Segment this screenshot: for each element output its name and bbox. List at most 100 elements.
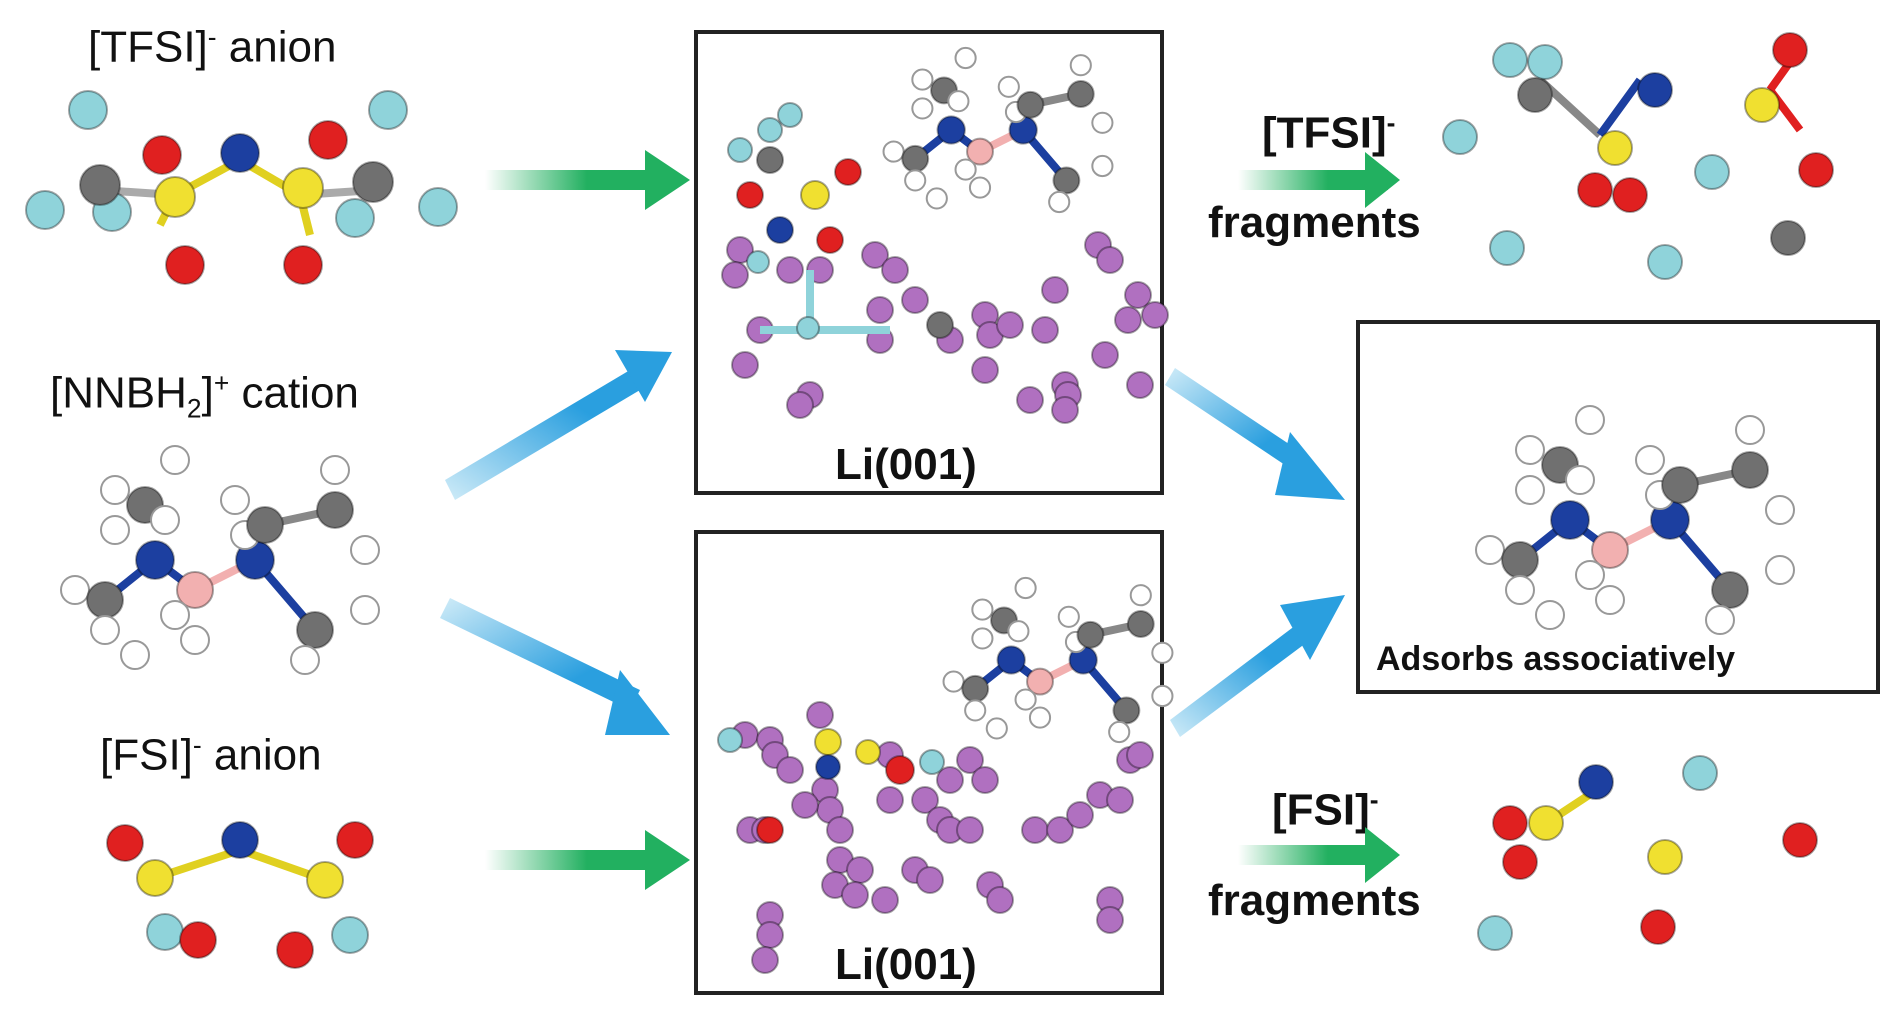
tfsi-fragment-label: [TFSI]- bbox=[1262, 108, 1395, 159]
fluorine-atom bbox=[919, 749, 945, 775]
oxygen-atom bbox=[1502, 844, 1538, 880]
oxygen-atom bbox=[756, 816, 784, 844]
nitrogen-atom bbox=[1550, 500, 1590, 540]
hydrogen-atom bbox=[1565, 465, 1595, 495]
bottom-surface-label: Li(001) bbox=[835, 940, 977, 989]
fsi-fragments-word: fragments bbox=[1208, 876, 1421, 925]
lithium-atom bbox=[1124, 281, 1152, 309]
oxygen-atom bbox=[885, 755, 915, 785]
fsi-frag-name: [FSI] bbox=[1272, 785, 1370, 835]
hydrogen-atom bbox=[997, 75, 1020, 98]
tfsi-fragments-word: fragments bbox=[1208, 198, 1421, 247]
sulfur-atom bbox=[154, 176, 196, 218]
hydrogen-atom bbox=[1705, 605, 1735, 635]
nitrogen-atom bbox=[221, 821, 259, 859]
sulfur-atom bbox=[1647, 839, 1683, 875]
sulfur-atom bbox=[814, 728, 842, 756]
blue-arrow-bottom-to-result bbox=[1170, 595, 1345, 737]
oxygen-atom bbox=[283, 245, 323, 285]
nnbh2-charge: + bbox=[213, 368, 230, 398]
adsorbs-label: Adsorbs associatively bbox=[1376, 640, 1736, 678]
fluorine-atom bbox=[418, 187, 458, 227]
sulfur-atom bbox=[855, 739, 881, 765]
sulfur-atom bbox=[800, 180, 830, 210]
oxygen-atom bbox=[106, 824, 144, 862]
hydrogen-atom bbox=[1151, 641, 1174, 664]
hydrogen-atom bbox=[1091, 111, 1114, 134]
carbon-atom bbox=[296, 611, 334, 649]
fluorine-atom bbox=[1647, 244, 1683, 280]
fluorine-atom bbox=[1489, 230, 1525, 266]
hydrogen-atom bbox=[350, 595, 380, 625]
nnbh2-suffix: cation bbox=[229, 368, 359, 418]
hydrogen-atom bbox=[320, 455, 350, 485]
blue-arrow-cation-down bbox=[440, 598, 670, 735]
lithium-atom bbox=[916, 866, 944, 894]
fluorine-atom bbox=[331, 916, 369, 954]
hydrogen-atom bbox=[1535, 600, 1565, 630]
lithium-atom bbox=[1031, 316, 1059, 344]
carbon-atom bbox=[316, 491, 354, 529]
lithium-atom bbox=[1096, 246, 1124, 274]
nitrogen-atom bbox=[766, 216, 794, 244]
hydrogen-atom bbox=[1475, 535, 1505, 565]
fsi-charge: - bbox=[192, 730, 202, 760]
hydrogen-atom bbox=[1575, 405, 1605, 435]
lithium-atom bbox=[971, 356, 999, 384]
oxygen-atom bbox=[1640, 909, 1676, 945]
sulfur-atom bbox=[282, 167, 324, 209]
hydrogen-atom bbox=[911, 97, 934, 120]
green-arrow-tfsi-fragments bbox=[1238, 152, 1400, 208]
hydrogen-atom bbox=[100, 515, 130, 545]
hydrogen-atom bbox=[1765, 555, 1795, 585]
carbon-atom bbox=[901, 144, 930, 173]
hydrogen-atom bbox=[160, 600, 190, 630]
lithium-atom bbox=[1046, 816, 1074, 844]
lithium-atom bbox=[936, 766, 964, 794]
nitrogen-atom bbox=[135, 540, 175, 580]
fsi-fragment-label: [FSI]- bbox=[1272, 785, 1379, 836]
fluorine-atom bbox=[1694, 154, 1730, 190]
tfsi-suffix: anion bbox=[216, 22, 337, 72]
lithium-atom bbox=[881, 256, 909, 284]
carbon-atom bbox=[1731, 451, 1769, 489]
hydrogen-atom bbox=[100, 475, 130, 505]
lithium-atom bbox=[1066, 801, 1094, 829]
nitrogen-atom bbox=[936, 115, 966, 145]
oxygen-atom bbox=[336, 821, 374, 859]
lithium-atom bbox=[866, 296, 894, 324]
lithium-atom bbox=[751, 946, 779, 974]
hydrogen-atom bbox=[1575, 560, 1605, 590]
blue-arrow-top-to-result bbox=[1165, 368, 1345, 500]
hydrogen-atom bbox=[1108, 720, 1131, 744]
lithium-atom bbox=[996, 311, 1024, 339]
hydrogen-atom bbox=[968, 176, 992, 199]
fluorine-atom bbox=[335, 198, 375, 238]
carbon-atom bbox=[1052, 166, 1081, 195]
hydrogen-atom bbox=[911, 68, 934, 91]
lithium-atom bbox=[721, 261, 749, 289]
lithium-atom bbox=[901, 286, 929, 314]
oxygen-atom bbox=[736, 181, 764, 209]
lithium-atom bbox=[956, 816, 984, 844]
hydrogen-atom bbox=[904, 169, 927, 192]
fluorine-atom bbox=[368, 90, 408, 130]
tfsi-charge: - bbox=[207, 22, 217, 52]
fluorine-atom bbox=[796, 316, 820, 340]
hydrogen-atom bbox=[1129, 584, 1152, 607]
carbon-atom bbox=[1066, 80, 1095, 108]
oxygen-atom bbox=[1782, 822, 1818, 858]
molecule-atoms bbox=[25, 32, 1834, 974]
hydrogen-atom bbox=[350, 535, 380, 565]
nnbh2-close: ] bbox=[201, 368, 214, 418]
lithium-atom bbox=[871, 886, 899, 914]
lithium-atom bbox=[1091, 341, 1119, 369]
hydrogen-atom bbox=[60, 575, 90, 605]
oxygen-atom bbox=[816, 226, 844, 254]
hydrogen-atom bbox=[1505, 575, 1535, 605]
hydrogen-atom bbox=[1091, 154, 1114, 178]
fluorine-atom bbox=[1682, 755, 1718, 791]
carbon-atom bbox=[86, 581, 124, 619]
hydrogen-atom bbox=[964, 699, 987, 722]
hydrogen-atom bbox=[985, 717, 1008, 740]
